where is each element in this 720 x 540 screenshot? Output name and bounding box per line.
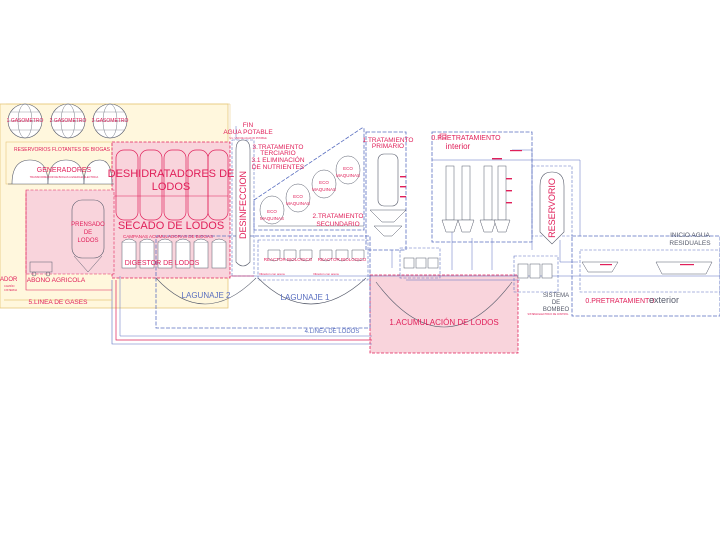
- eco-machine-4-label-b: MAQUINAS: [336, 173, 360, 178]
- tertiary-treatment: 3.TRATAMIENTO TERCIARIO 3.1 ELIMINACIÓN …: [251, 144, 364, 228]
- generators-note: TRANSFORMADOR DE BIOGAS A ENERGIA ELECTR…: [30, 175, 99, 179]
- lagoon-2-label: LAGUNAJE 2: [182, 291, 231, 300]
- biogas-bells-label: CAMPANAS ACUMULADORAS DE BIOGAS: [123, 234, 213, 239]
- left-labels: ABONO AGRICOLA 5.LINEA DE GASES ADOR CAM…: [0, 277, 88, 306]
- pumping-label-3: BOMBEO: [543, 307, 570, 313]
- lagoon-1-basin: [257, 277, 367, 305]
- interior-pretreatment-label-2: interior: [446, 142, 471, 151]
- filtration-1-label: filtración con arena: [259, 272, 285, 276]
- gasometer-3-label: 3 GASOMETRO: [92, 118, 129, 124]
- sludge-digesters: CAMPANAS ACUMULADORAS DE BIOGAS DIGESTOR…: [121, 234, 227, 269]
- sludge-press: PRENSADO DE LODOS: [29, 199, 105, 277]
- primary-label-1: 1.TRATAMIENTO: [363, 137, 414, 144]
- end-note: S.U. USO DE AGUA NO POTABLE: [229, 137, 267, 140]
- generators-label: GENERADORES: [37, 167, 92, 174]
- eco-machine-2-label-a: ECO: [293, 194, 303, 199]
- tanker-truck-icon: [29, 261, 53, 277]
- nutrients-label-1: 3.1 ELIMINACIÓN: [251, 155, 304, 164]
- reservoir: RESERVORIO: [539, 171, 565, 245]
- end-label-2: AGUA POTABLE: [223, 129, 273, 136]
- pumping-label-2: DE: [552, 300, 560, 306]
- disinfection-label: DESINFECCION: [238, 171, 248, 239]
- sludge-accumulation: 1.ACUMULACIÓN DE LODOS: [375, 281, 513, 328]
- disinfection: DESINFECCION FIN AGUA POTABLE S.U. USO D…: [223, 122, 273, 267]
- nutrients-label-2: DE NUTRIENTES: [252, 164, 305, 171]
- reactor-2-label: REACTOR BIOLOGICO: [318, 257, 367, 262]
- sludge-drying-label: SECADO DE LODOS: [118, 220, 224, 232]
- dehydrators-label-2: LODOS: [152, 181, 191, 193]
- pumping-label-1: SISTEMA: [543, 293, 569, 299]
- secondary-label-2: SECUNDARIO: [316, 221, 359, 228]
- end-label-1: FIN: [243, 122, 254, 129]
- reservoir-label: RESERVORIO: [547, 178, 557, 238]
- eco-machine-2-label-b: MAQUINAS: [286, 201, 310, 206]
- lagoon-1-label: LAGUNAJE 1: [281, 293, 330, 302]
- gasometer-3: 3 GASOMETRO: [92, 103, 129, 139]
- dehydrators-label-1: DESHIDRATADORES DE: [108, 168, 235, 180]
- gasometer-2: 2 GASOMETRO: [50, 103, 87, 139]
- digester-label: DIGESTOR DE LODOS: [125, 260, 200, 267]
- sludge-dehydrators: DESHIDRATADORES DE LODOS SECADO DE LODOS: [108, 149, 235, 232]
- press-label-1: PRENSADO: [71, 222, 105, 228]
- background-zones: [0, 103, 720, 354]
- sludge-accumulation-label: 1.ACUMULACIÓN DE LODOS: [389, 318, 498, 327]
- agricultural-fertilizer-label: ABONO AGRICOLA: [27, 277, 86, 284]
- exterior-pretreatment-label-1: 0.PRETRATAMIENTO: [585, 298, 655, 305]
- left-note-2: CISTERNA: [4, 288, 17, 292]
- exterior-pretreatment: INICIO AGUA RESIDUALES 0.PRETRATAMIENTO …: [581, 232, 713, 305]
- interior-pretreatment-label-1: 0.PRETRATAMIENTO: [431, 135, 501, 142]
- sludge-line-label: 4.LINEA DE LODOS: [305, 329, 360, 335]
- biogas-reservoirs-label: RESERVORIOS FLOTANTES DE BIOGAS: [14, 147, 111, 153]
- lagoon-2-basin: [155, 277, 257, 305]
- sludge-line-pipe: [115, 280, 372, 341]
- eco-machine-4-label-a: ECO: [343, 166, 353, 171]
- eco-machine-3-label-a: ECO: [319, 180, 329, 185]
- gasometer-2-label: 2 GASOMETRO: [50, 118, 87, 124]
- gasometers: 1 GASOMETRO 2 GASOMETRO 3 GASOMETRO RESE…: [7, 103, 129, 153]
- generators: GENERADORES TRANSFORMADOR DE BIOGAS A EN…: [8, 159, 114, 185]
- press-label-3: LODOS: [77, 238, 98, 244]
- left-note-1: CAMIÓN: [4, 283, 15, 288]
- start-label-2: RESIDUALES: [669, 240, 711, 247]
- biological-reactors: REACTOR BIOLOGICO REACTOR BIOLOGICO filt…: [259, 249, 367, 276]
- pumping-note: SISTEMA ELECTRICO DE CONTROL: [527, 313, 569, 316]
- eco-machine-1-label-b: MAQUINAS: [260, 216, 284, 221]
- primary-label-2: PRIMARIO: [372, 143, 404, 150]
- tertiary-label-1: 3.TRATAMIENTO: [253, 144, 304, 151]
- start-label-1: INICIO AGUA: [670, 232, 710, 239]
- eco-machines: [258, 155, 364, 227]
- interior-pretreatment: 0.PRETRATAMIENTO interior: [431, 133, 522, 233]
- pipe-lines: [4, 103, 720, 345]
- lagoons: LAGUNAJE 2 LAGUNAJE 1 4.LINEA DE LODOS: [155, 277, 367, 335]
- eco-machine-3-label-b: MAQUINAS: [312, 187, 336, 192]
- exterior-pretreatment-label-2: exterior: [649, 295, 679, 305]
- tertiary-label-2: TERCIARIO: [260, 150, 295, 157]
- main-treatment-zone: [253, 127, 365, 231]
- reactor-left-label: ADOR: [0, 277, 18, 283]
- filtration-2-label: filtración con arena: [313, 272, 339, 276]
- press-label-2: DE: [84, 230, 92, 236]
- primary-treatment: 1.TRATAMIENTO PRIMARIO: [363, 137, 439, 269]
- eco-machine-1-label-a: ECO: [267, 209, 277, 214]
- gasometer-1-label: 1 GASOMETRO: [7, 118, 44, 124]
- secondary-label-1: 2.TRATAMIENTO: [313, 213, 364, 220]
- pumping-system: SISTEMA DE BOMBEO SISTEMA ELECTRICO DE C…: [517, 263, 570, 316]
- gasometer-1: 1 GASOMETRO: [7, 103, 44, 139]
- sludge-accumulation-zone: [369, 274, 519, 354]
- reactor-1-label: REACTOR BIOLOGICO: [264, 257, 313, 262]
- gas-line-label: 5.LINEA DE GASES: [29, 299, 89, 306]
